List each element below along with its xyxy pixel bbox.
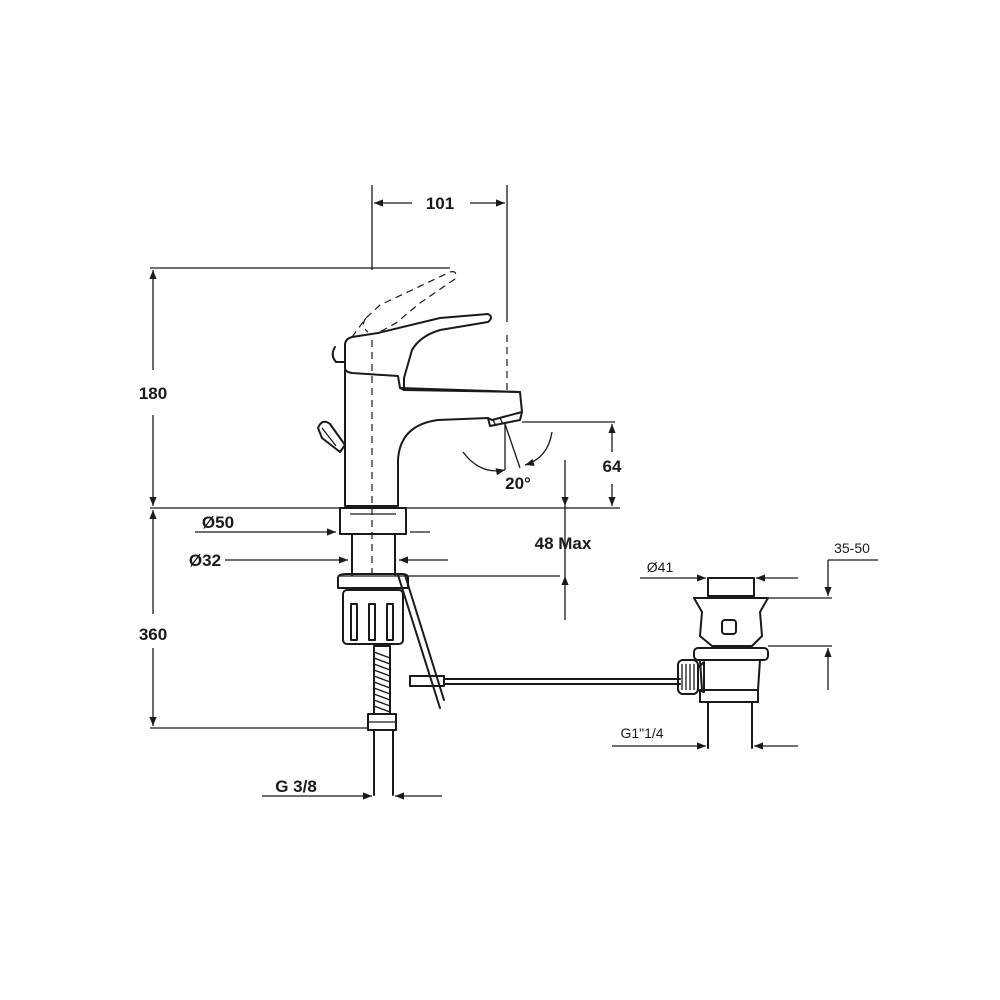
base-flange <box>339 507 407 535</box>
dimension-dia-41-label: Ø41 <box>647 559 674 575</box>
dimension-g1-1-4-label: G1"1/4 <box>620 725 663 741</box>
dimension-dia-41: Ø41 <box>640 559 798 582</box>
dimension-360-label: 360 <box>139 625 167 644</box>
mounting-nut <box>337 573 560 645</box>
lever-handle-raised <box>351 271 457 338</box>
dimension-180: 180 <box>139 267 450 506</box>
lever-knob <box>331 346 346 363</box>
angle-20-label: 20° <box>505 474 531 493</box>
dimension-64: 64 <box>522 421 622 506</box>
dimension-dia-32-label: Ø32 <box>189 551 221 570</box>
dimension-48-max-label: 48 Max <box>535 534 592 553</box>
dimension-35-50: 35-50 <box>768 540 878 690</box>
dimension-48-max: 48 Max <box>535 460 592 620</box>
dimension-180-label: 180 <box>139 384 167 403</box>
faucet-body <box>344 369 523 507</box>
dimension-dia-50-label: Ø50 <box>202 513 234 532</box>
dimension-dia-32: Ø32 <box>189 551 448 570</box>
dimension-101-label: 101 <box>426 194 454 213</box>
dimension-64-label: 64 <box>603 457 622 476</box>
linkage-rod <box>409 675 681 687</box>
lever-handle <box>344 313 492 391</box>
dimension-101: 101 <box>371 185 508 322</box>
dimension-360: 360 <box>139 510 368 729</box>
dimension-g-3-8-label: G 3/8 <box>275 777 317 796</box>
angle-20: 20° <box>462 423 553 493</box>
dimension-g-3-8: G 3/8 <box>262 777 442 800</box>
popup-rod <box>397 574 441 709</box>
aerator <box>487 411 523 427</box>
flexible-hose <box>367 645 397 796</box>
waste-fitting <box>677 577 769 749</box>
popup-knob <box>317 420 346 453</box>
dimension-dia-50: Ø50 <box>195 513 430 536</box>
dimension-35-50-label: 35-50 <box>834 540 870 556</box>
dimension-g1-1-4: G1"1/4 <box>612 725 798 750</box>
